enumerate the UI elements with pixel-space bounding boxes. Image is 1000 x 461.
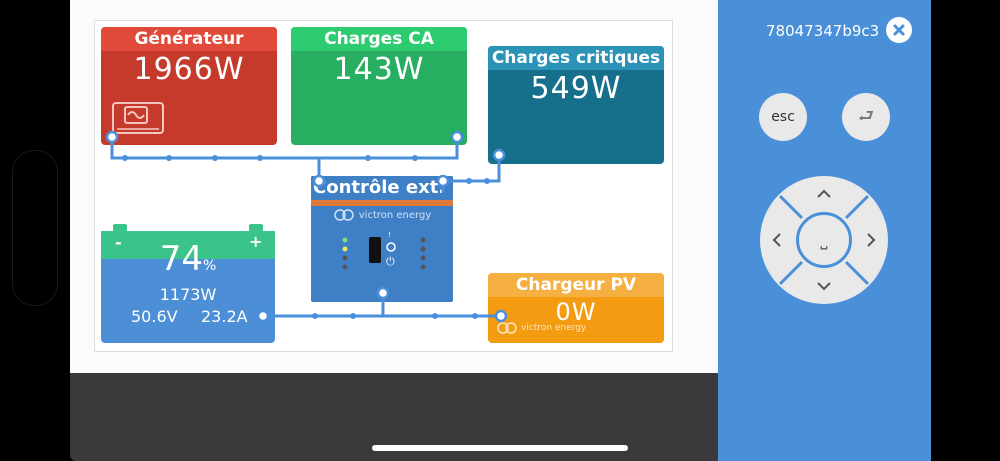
battery-voltage: 50.6V — [131, 307, 178, 326]
battery-soc-value: 74 — [159, 239, 203, 279]
chevron-left-icon — [772, 233, 781, 247]
home-indicator — [372, 445, 628, 451]
pv-charger-tile[interactable]: Chargeur PV 0W victron energy — [488, 273, 664, 343]
dpad-dividers — [778, 194, 870, 286]
enter-button[interactable]: ⮐ — [842, 93, 890, 141]
esc-button[interactable]: esc — [759, 93, 807, 141]
battery-top-band: - + — [101, 231, 275, 259]
battery-tile[interactable]: - + 74% 1173W 50.6V 23.2A — [101, 224, 275, 343]
dpad-center-button[interactable]: ⎵ — [796, 212, 852, 268]
generator-title: Générateur — [101, 27, 277, 51]
control-led-panel: ! ⏻ — [342, 232, 426, 270]
victron-logo-icon — [334, 209, 354, 221]
battery-soc-unit: % — [202, 258, 217, 274]
dpad-up-button[interactable] — [812, 182, 836, 206]
ac-loads-tile[interactable]: Charges CA 143W — [291, 27, 467, 145]
chevron-up-icon — [817, 189, 831, 198]
generator-value: 1966W — [133, 52, 245, 87]
chevron-down-icon — [817, 282, 831, 291]
dpad-down-button[interactable] — [812, 274, 836, 298]
battery-terminal-left — [113, 224, 127, 231]
control-tile[interactable]: Contrôle ext. victron energy ! ⏻ — [311, 176, 453, 302]
device-side-button — [12, 150, 58, 306]
battery-minus: - — [115, 233, 122, 252]
control-brand-row: victron energy — [311, 206, 453, 224]
dpad-left-button[interactable] — [765, 228, 789, 252]
victron-logo-icon — [497, 322, 517, 334]
battery-soc: 74% — [101, 237, 275, 288]
pv-charger-value: 0W — [555, 298, 597, 326]
connection-wires — [105, 130, 508, 323]
pv-charger-brand: victron energy — [521, 323, 587, 333]
dpad-right-button[interactable] — [859, 228, 883, 252]
battery-power: 1173W — [159, 285, 217, 304]
generator-tile[interactable]: Générateur 1966W — [101, 27, 277, 145]
critical-loads-tile[interactable]: Charges critiques 549W — [488, 46, 664, 164]
enter-icon: ⮐ — [857, 106, 875, 127]
device-id: 78047347b9c3 — [766, 22, 880, 40]
ac-loads-value: 143W — [333, 52, 425, 87]
close-icon — [893, 24, 905, 36]
close-button[interactable] — [886, 17, 912, 43]
critical-loads-value: 549W — [530, 71, 622, 106]
dpad: ⎵ — [760, 176, 888, 304]
control-brand: victron energy — [358, 209, 432, 221]
battery-current: 23.2A — [201, 307, 248, 326]
critical-loads-title: Charges critiques — [488, 46, 664, 70]
generator-icon — [112, 102, 164, 134]
space-icon: ⎵ — [820, 229, 828, 250]
control-title: Contrôle ext. — [311, 176, 453, 200]
svg-text:!: ! — [388, 232, 391, 239]
remote-control-panel: 78047347b9c3 esc ⮐ ⎵ — [718, 0, 931, 461]
battery-plus: + — [249, 232, 263, 251]
battery-terminal-right — [249, 224, 263, 231]
ac-loads-title: Charges CA — [291, 27, 467, 51]
chevron-right-icon — [867, 233, 876, 247]
control-accent-bar — [311, 200, 453, 206]
pv-charger-brand-row: victron energy — [496, 321, 586, 335]
pv-charger-title: Chargeur PV — [488, 273, 664, 297]
overview-panel: Générateur 1966W Charges CA 143W Charges… — [94, 20, 673, 352]
svg-text:⏻: ⏻ — [386, 255, 395, 268]
